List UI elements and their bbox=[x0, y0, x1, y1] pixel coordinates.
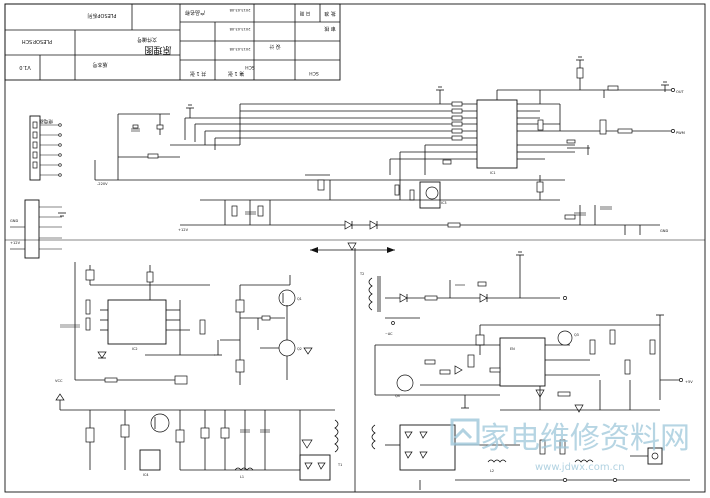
mid-cluster: IC3 bbox=[305, 144, 455, 209]
out-label-b: PWM bbox=[676, 131, 685, 135]
jumper-block: GND +12V bbox=[10, 199, 66, 259]
title-block: 原理图 产品名称 文件编号 版本号 PLESOP系列 PLESOP.SCH V1… bbox=[4, 3, 341, 81]
l2-label: L2 bbox=[490, 469, 494, 473]
total-label: 共 1 张 bbox=[190, 70, 206, 77]
approve-label: 批 准 bbox=[324, 10, 336, 17]
check-label: 审 核 bbox=[324, 25, 336, 32]
pwm-section: IC2 VCC bbox=[55, 262, 215, 385]
ic3-label: IC3 bbox=[441, 201, 447, 205]
version-value: V1.0 bbox=[19, 64, 30, 70]
ic1-label: IC1 bbox=[490, 171, 496, 175]
signal-wires bbox=[170, 103, 445, 150]
q4-driver: Q4 bbox=[374, 344, 501, 409]
title-block-title: 原理图 bbox=[144, 44, 171, 55]
watermark-url: www.jdwx.com.cn bbox=[535, 462, 625, 473]
bus-label-in: -220V bbox=[97, 182, 108, 186]
l1-label: L1 bbox=[240, 475, 244, 479]
lower-left-rail: IC4 T1 L1 bbox=[55, 393, 342, 481]
bottom-bridge: L2 bbox=[371, 424, 690, 490]
bus2-right: GND bbox=[660, 229, 668, 233]
date-label: 日 期 bbox=[299, 10, 310, 16]
t2-label: T2 bbox=[359, 272, 364, 276]
file-label: 文件编号 bbox=[137, 36, 157, 43]
product-name: PLESOP系列 bbox=[87, 12, 116, 19]
product-label: 产品名称 bbox=[185, 9, 205, 16]
design-label: 设 计 bbox=[269, 43, 281, 50]
gnd-a: GND bbox=[10, 219, 18, 223]
q1-label: Q1 bbox=[297, 297, 302, 301]
watermark-text: 家电维修资料网 bbox=[480, 421, 690, 456]
date-2: 2013-03-08 bbox=[229, 27, 251, 31]
file-name: PLESOP.SCH bbox=[22, 38, 53, 44]
bus2-left: +12V bbox=[178, 228, 189, 232]
out-label-a: OUT bbox=[676, 90, 684, 94]
transformer-out: T2 ~AC bbox=[359, 251, 567, 336]
pwm-out: VCC bbox=[55, 379, 63, 383]
relay-name: 继电器 bbox=[39, 118, 53, 125]
relay-connector: 继电器 bbox=[29, 115, 62, 181]
dc-out-a: +12V bbox=[10, 241, 21, 245]
version-label: 版本号 bbox=[92, 61, 107, 68]
ic-regulator: EN Q3 +5V bbox=[475, 314, 693, 413]
sch-tag-1: SCH bbox=[309, 70, 319, 76]
ic1: IC1 bbox=[436, 86, 590, 175]
date-3: 2013-03-08 bbox=[229, 47, 251, 51]
sch-tag-2: SCH bbox=[245, 64, 255, 70]
reg-en: EN bbox=[510, 347, 515, 351]
ac-arrow bbox=[310, 242, 395, 253]
reg-out: +5V bbox=[685, 380, 693, 384]
q3-label: Q3 bbox=[574, 333, 579, 337]
bus-line-2: +12V GND bbox=[178, 175, 668, 235]
page-label: 第 1 张 bbox=[228, 70, 244, 77]
watermark: 家电维修资料网 www.jdwx.com.cn bbox=[450, 418, 690, 473]
ic4-label: IC4 bbox=[143, 473, 149, 477]
ic2-label: IC2 bbox=[132, 347, 138, 351]
top-right-nets: OUT PWM bbox=[539, 56, 685, 135]
q4-label: Q4 bbox=[395, 394, 400, 398]
q2-label: Q2 bbox=[297, 347, 302, 351]
q1-region: Q1 Q2 bbox=[214, 275, 313, 385]
t1-label: T1 bbox=[337, 463, 342, 467]
ac-in-label: ~AC bbox=[385, 332, 393, 336]
date-1: 2013-03-08 bbox=[229, 8, 251, 12]
